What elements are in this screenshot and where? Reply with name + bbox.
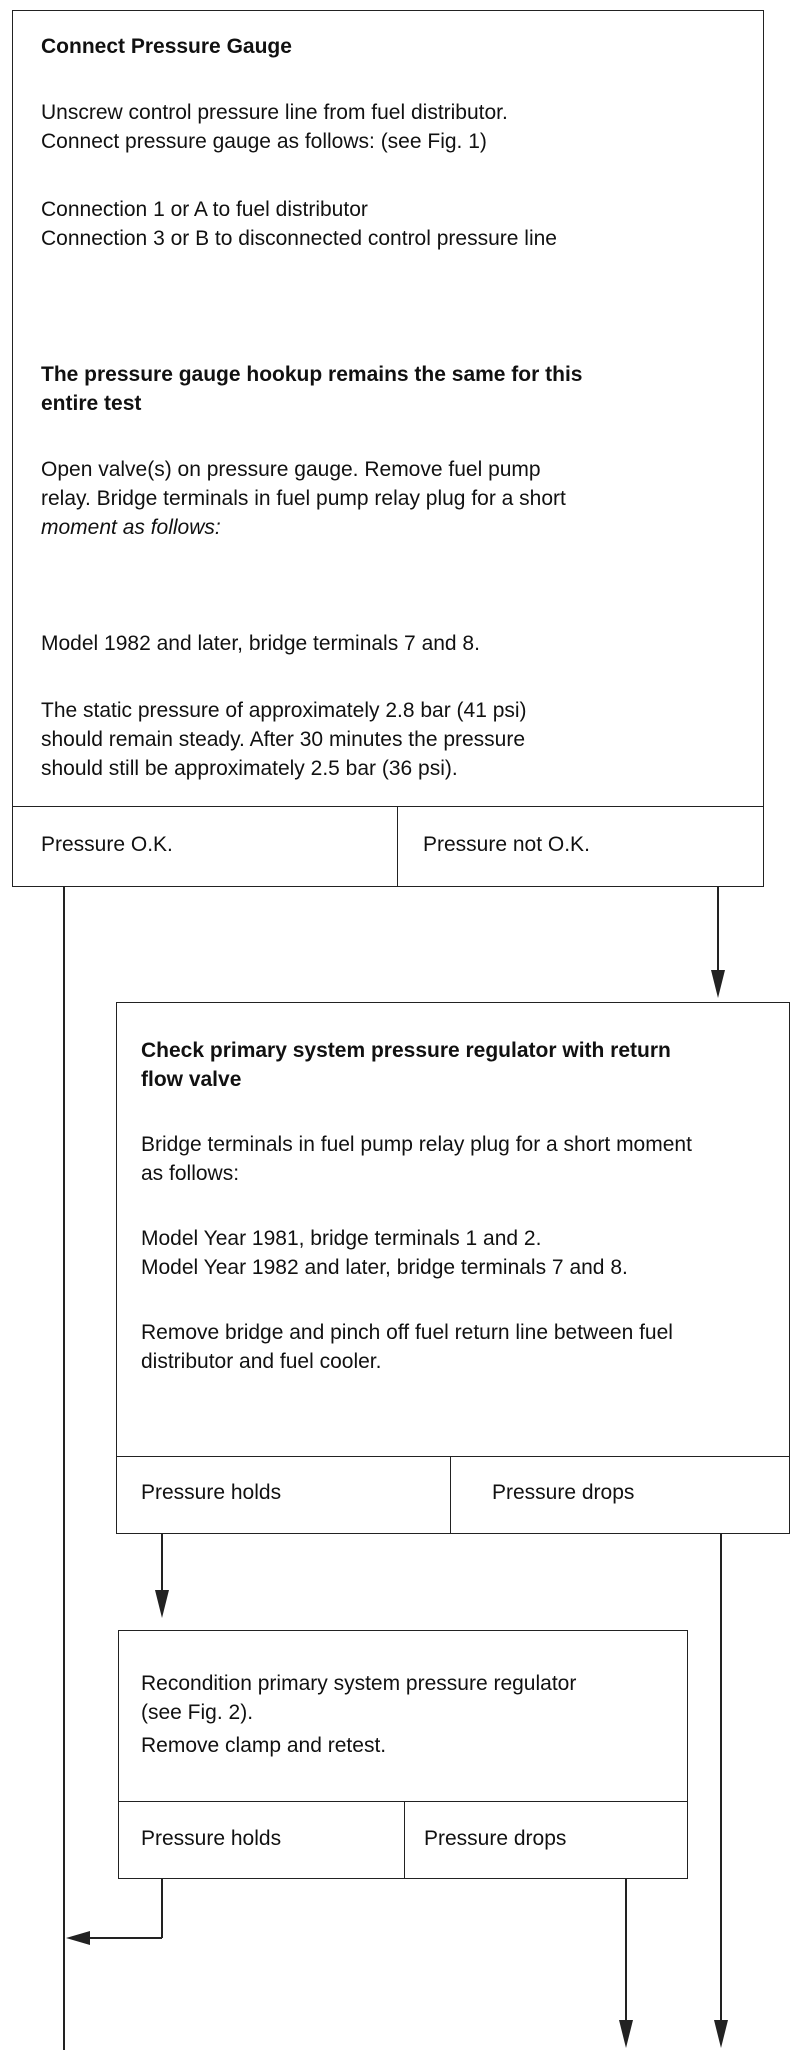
arrowhead-to-box2 — [711, 970, 725, 998]
instruction-line: Connection 1 or A to fuel distributor — [41, 198, 368, 221]
instruction-line: The static pressure of approximately 2.8… — [41, 699, 527, 722]
options-separator — [404, 1801, 405, 1878]
step-title: Connect Pressure Gauge — [41, 35, 292, 58]
step-box-check-regulator: Check primary system pressure regulator … — [116, 1002, 790, 1534]
instruction-line: relay. Bridge terminals in fuel pump rel… — [41, 487, 566, 510]
options-divider — [119, 1801, 687, 1802]
instruction-line: as follows: — [141, 1162, 240, 1185]
instruction-line: distributor and fuel cooler. — [141, 1350, 382, 1373]
instruction-line: Bridge terminals in fuel pump relay plug… — [141, 1133, 692, 1156]
instruction-line: Model 1982 and later, bridge terminals 7… — [41, 632, 480, 655]
instruction-line: Remove bridge and pinch off fuel return … — [141, 1321, 673, 1344]
step-box-connect-gauge: Connect Pressure Gauge Unscrew control p… — [12, 10, 764, 887]
option-pressure-holds: Pressure holds — [141, 1481, 282, 1504]
instruction-line: (see Fig. 2). — [141, 1701, 254, 1724]
step-box-recondition-regulator: Recondition primary system pressure regu… — [118, 1630, 688, 1879]
instruction-line: Model Year 1981, bridge terminals 1 and … — [141, 1227, 542, 1250]
arrowhead-box3-drops — [619, 2020, 633, 2048]
option-pressure-drops: Pressure drops — [492, 1481, 635, 1504]
options-divider — [117, 1456, 789, 1457]
instruction-line: should remain steady. After 30 minutes t… — [41, 728, 526, 751]
instruction-line: Unscrew control pressure line from fuel … — [41, 101, 508, 124]
arrowhead-to-main-line — [66, 1931, 90, 1945]
instruction-line: should still be approximately 2.5 bar (3… — [41, 757, 458, 780]
instruction-line: Model Year 1982 and later, bridge termin… — [141, 1256, 628, 1279]
options-divider — [13, 806, 763, 807]
instruction-line: Recondition primary system pressure regu… — [141, 1672, 577, 1695]
option-pressure-drops: Pressure drops — [424, 1827, 567, 1850]
step-title: Check primary system pressure regulator … — [141, 1039, 671, 1062]
instruction-line: Open valve(s) on pressure gauge. Remove … — [41, 458, 541, 481]
instruction-line: Connection 3 or B to disconnected contro… — [41, 227, 557, 250]
arrowhead-to-box3 — [155, 1590, 169, 1618]
options-separator — [450, 1456, 451, 1533]
options-separator — [397, 806, 398, 886]
emphasis-line: The pressure gauge hookup remains the sa… — [41, 363, 583, 386]
step-title: flow valve — [141, 1068, 242, 1091]
instruction-line: Connect pressure gauge as follows: (see … — [41, 130, 487, 153]
instruction-line: moment as follows: — [41, 516, 221, 539]
emphasis-line: entire test — [41, 392, 142, 415]
option-pressure-not-ok: Pressure not O.K. — [423, 833, 590, 856]
option-pressure-holds: Pressure holds — [141, 1827, 282, 1850]
option-pressure-ok: Pressure O.K. — [41, 833, 173, 856]
arrowhead-box2-drops — [714, 2020, 728, 2048]
instruction-line: Remove clamp and retest. — [141, 1734, 387, 1757]
